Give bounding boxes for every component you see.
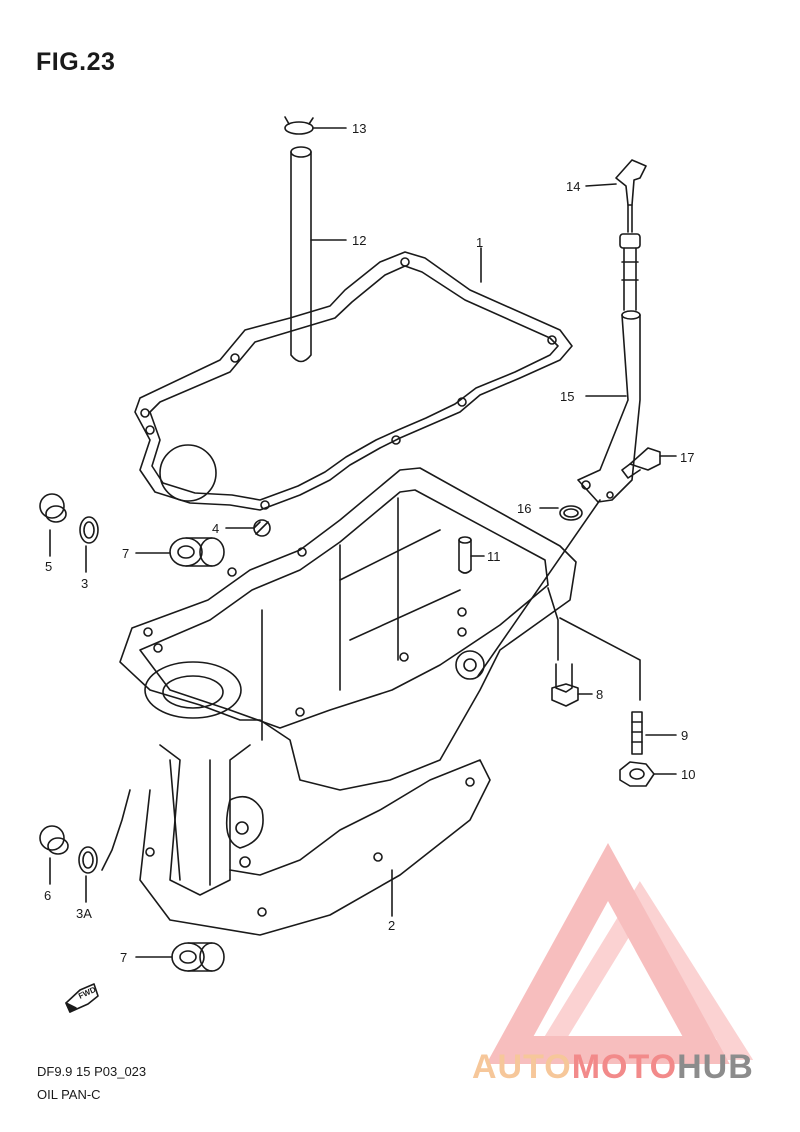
part-label-10: 10 [681,767,696,782]
part-label-7-lower: 7 [120,950,128,965]
diagram-code: DF9.9 15 P03_023 [37,1064,147,1079]
dipstick-14 [585,159,647,311]
washer-3a [78,846,98,903]
part-label-13: 13 [352,121,367,136]
part-label-7-upper: 7 [122,546,130,561]
oil-pan-2 [101,467,577,936]
gasket-1 [134,247,573,511]
watermark-brand: AUTOMOTOHUB [472,1048,754,1087]
bolt-8 [551,663,593,707]
dowel-pin-11 [458,536,485,574]
diagram-name: OIL PAN-C [37,1087,101,1102]
vent-tube-12 [290,146,347,363]
part-label-1: 1 [476,235,484,250]
drain-plug-6 [39,825,69,885]
part-label-14: 14 [566,179,581,194]
oil-seal-7-upper [135,537,225,567]
part-label-2: 2 [388,918,396,933]
watermark-part-1: AUTO [472,1048,572,1086]
part-label-6: 6 [44,888,52,903]
part-label-9: 9 [681,728,689,743]
watermark-part-2: MOTO [571,1048,678,1086]
part-label-11: 11 [487,549,501,564]
bolt-17 [621,447,677,479]
watermark-logo [486,842,754,1064]
washer-3 [79,516,99,573]
stud-9 [631,711,677,755]
leader-lines [477,499,641,701]
o-ring-16 [539,505,583,521]
plug-4 [225,519,271,537]
part-label-8: 8 [596,687,604,702]
dipstick-tube-15 [577,310,641,503]
part-label-12: 12 [352,233,367,248]
part-label-4: 4 [212,521,220,536]
part-label-5: 5 [45,559,53,574]
oil-seal-7-lower [135,942,225,972]
hose-clip-13 [284,116,347,135]
part-label-17: 17 [680,450,695,465]
page-title: FIG.23 [36,48,116,76]
part-label-15: 15 [560,389,575,404]
watermark-part-3: HUB [677,1048,754,1086]
part-label-16: 16 [517,501,532,516]
nut-10 [619,761,677,787]
fwd-arrow-icon [65,983,99,1013]
part-label-3: 3 [81,576,89,591]
part-label-3a: 3A [76,906,92,921]
drain-plug-5 [39,493,67,557]
